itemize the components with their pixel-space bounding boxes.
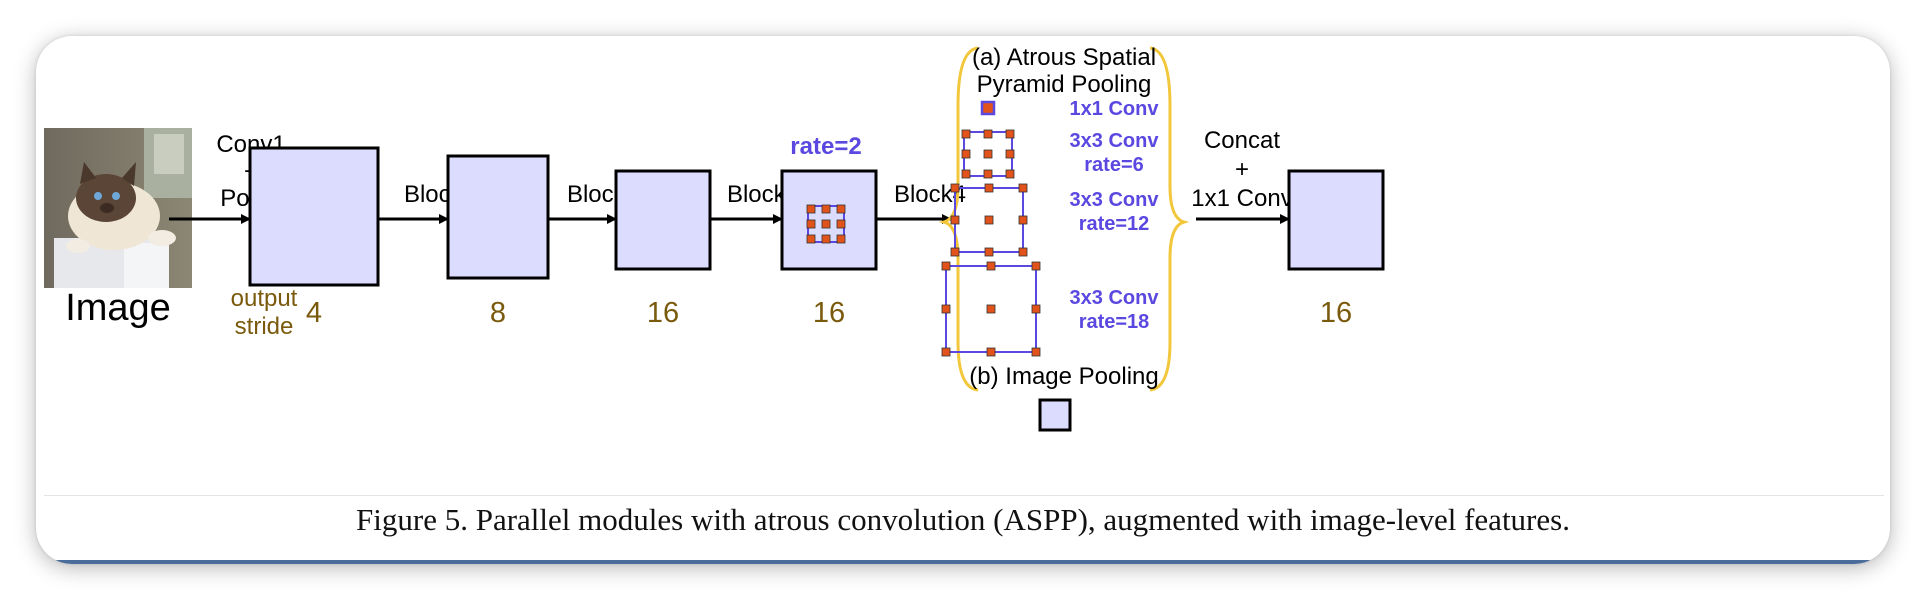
stride-value-5: 16 [1320,297,1352,329]
figure-card: Image output stride Conv1 + Pool1 4 Bloc… [36,36,1890,564]
image-pooling-box [1038,398,1072,432]
caption-divider [44,495,1884,496]
branch-3-label-2: rate=12 [1079,213,1150,235]
concat-label: Concat [1204,127,1280,154]
stride-value-2: 8 [490,297,506,329]
branch-2-label-2: rate=6 [1084,154,1144,176]
rate-label: rate=2 [790,133,861,160]
branch-2-label-1: 3x3 Conv [1070,130,1160,152]
feature-box-1 [248,146,380,287]
feature-box-3 [614,169,712,271]
aspp-title-line-1: (a) Atrous Spatial [972,44,1156,71]
kernel-3x3-rate-12 [950,183,1028,257]
branch-1-label: 1x1 Conv [1070,98,1160,120]
left-brace [938,46,979,392]
kernel-3x3-rate-18 [941,261,1041,357]
feature-box-2 [446,154,550,280]
stride-value-3: 16 [647,297,679,329]
branch-3-label-1: 3x3 Conv [1070,189,1160,211]
bottom-rule [36,560,1890,564]
kernel-1x1 [980,100,996,116]
branch-4-label-1: 3x3 Conv [1070,287,1160,309]
image-label: Image [65,287,171,329]
concat-plus-label: + [1235,156,1249,183]
right-brace [1149,46,1190,392]
stride-value-4: 16 [813,297,845,329]
output-box [1287,169,1385,271]
atrous-kernel-rate-2 [806,204,846,244]
aspp-title-line-2: Pyramid Pooling [977,71,1152,98]
output-stride-label-1: output [231,285,298,312]
output-stride-label-2: stride [235,313,294,340]
image-pooling-title: (b) Image Pooling [969,363,1158,390]
stride-value-1: 4 [306,297,322,329]
branch-4-label-2: rate=18 [1079,311,1150,333]
concat-conv-label: 1x1 Conv [1191,185,1292,212]
cat-photo [44,128,192,288]
figure-caption: Figure 5. Parallel modules with atrous c… [356,502,1570,537]
kernel-3x3-rate-6 [961,129,1015,179]
aspp-diagram: Image output stride Conv1 + Pool1 4 Bloc… [44,44,1385,432]
